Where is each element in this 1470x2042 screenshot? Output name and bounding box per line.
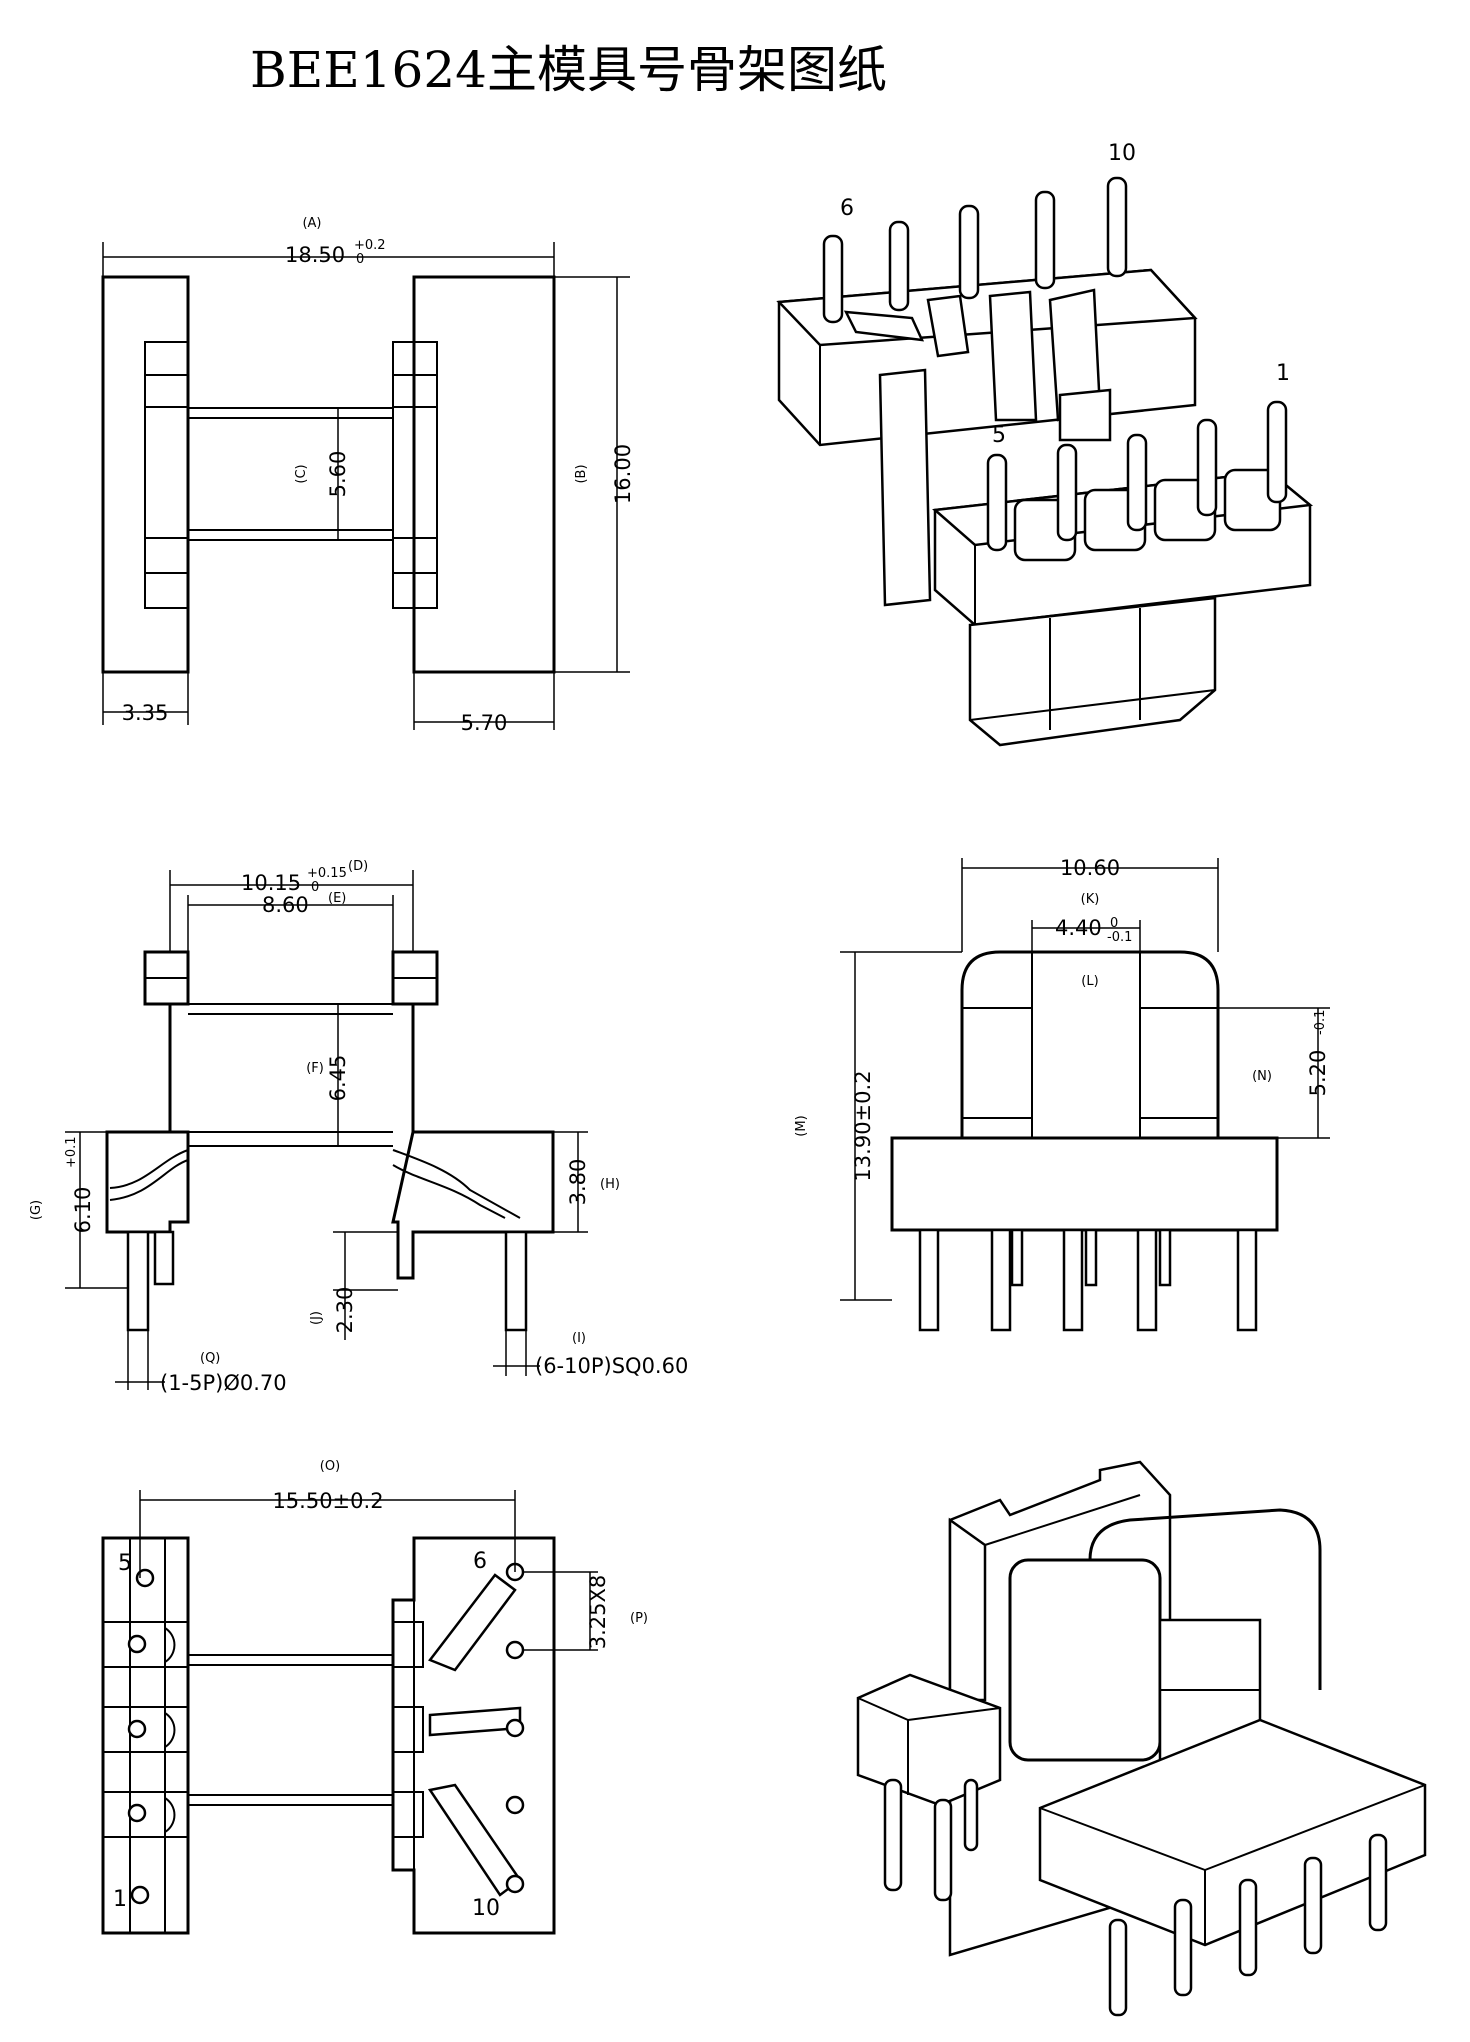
dim-l-tol-upper: 0 xyxy=(1110,916,1118,931)
front-pins xyxy=(986,400,1288,552)
dim-c-code: (C) xyxy=(294,464,309,483)
dim-f-code: (F) xyxy=(306,1061,324,1076)
dim-q-code: (Q) xyxy=(200,1351,220,1366)
iso-pin-label-5: 5 xyxy=(992,423,1006,448)
dim-m-code: (M) xyxy=(794,1115,809,1136)
dim-i-code: (I) xyxy=(572,1331,586,1346)
dim-n-tol: -0.1 xyxy=(1313,1010,1328,1035)
iso-pin-label-6: 6 xyxy=(840,196,854,221)
top-view: (A) 18.50 +0.2 0 16.00 (B) 5.60 (C) 3.35… xyxy=(101,216,635,735)
dim-h-code: (H) xyxy=(600,1177,620,1192)
dim-a-tol-upper: +0.2 xyxy=(354,238,386,253)
side-view: 10.60 (K) 4.40 0 -0.1 (L) 13.90±0.2 (M) … xyxy=(794,856,1330,1332)
dim-right-width: 5.70 xyxy=(461,711,508,735)
dim-p-code: (P) xyxy=(630,1611,648,1626)
dim-e-code: (E) xyxy=(328,891,346,906)
dim-g-tol: +0.1 xyxy=(64,1136,79,1168)
dim-l-value: 4.40 xyxy=(1055,916,1102,940)
left-flange-inner xyxy=(144,341,189,609)
bottom-pin-label-1: 1 xyxy=(113,1887,127,1912)
dim-d-tol-upper: +0.15 xyxy=(307,866,347,881)
dim-q-value: (1-5P)Ø0.70 xyxy=(160,1371,287,1395)
bottom-view: 5 1 6 10 (O) 15.50±0.2 3.25X8 (P) xyxy=(101,1459,648,1935)
dim-i-value: (6-10P)SQ0.60 xyxy=(535,1354,688,1378)
dim-m-value: 13.90±0.2 xyxy=(851,1070,875,1181)
iso-pin-label-10: 10 xyxy=(1108,141,1136,166)
dim-o-code: (O) xyxy=(320,1459,340,1474)
dim-g-value: 6.10 xyxy=(71,1187,95,1234)
dim-k-value: 10.60 xyxy=(1060,856,1120,880)
front-pin-left xyxy=(126,1230,150,1332)
bottom-pin-label-10: 10 xyxy=(472,1896,500,1921)
dim-d-tol-lower: 0 xyxy=(311,880,319,895)
dim-e-value: 8.60 xyxy=(262,893,309,917)
dim-j-value: 2.30 xyxy=(333,1287,357,1334)
dim-a-tol-lower: 0 xyxy=(356,252,364,267)
iso-pin-label-1: 1 xyxy=(1276,361,1290,386)
dim-d-value: 10.15 xyxy=(241,871,301,895)
bottom-pin-label-6: 6 xyxy=(473,1549,487,1574)
drawing-title: BEE1624主模具号骨架图纸 xyxy=(250,41,887,99)
dim-p-value: 3.25X8 xyxy=(586,1575,610,1650)
dim-f-value: 6.45 xyxy=(326,1055,350,1102)
dim-c-value: 5.60 xyxy=(326,451,350,498)
right-flange-outline xyxy=(412,275,556,674)
dim-k-code: (K) xyxy=(1081,892,1100,907)
side-core-outline xyxy=(960,950,1220,1138)
back-pins xyxy=(822,176,1128,324)
front-pin-right xyxy=(504,1230,528,1332)
dim-b-code: (B) xyxy=(574,464,589,483)
dim-j-code: (J) xyxy=(309,1311,324,1325)
bottom-pin-label-5: 5 xyxy=(118,1551,132,1576)
iso-view-2 xyxy=(856,1460,1427,2017)
dim-l-code: (L) xyxy=(1081,974,1098,989)
iso-view-1: 6 10 1 5 xyxy=(776,141,1314,747)
dim-a-value: 18.50 xyxy=(285,243,345,267)
side-base xyxy=(890,1136,1279,1232)
dim-l-tol-lower: -0.1 xyxy=(1107,930,1132,945)
dim-n-code: (N) xyxy=(1252,1069,1272,1084)
dim-o-value: 15.50±0.2 xyxy=(272,1489,383,1513)
dim-g-code: (G) xyxy=(29,1200,44,1220)
dim-b-value: 16.00 xyxy=(611,444,635,504)
dim-a-code: (A) xyxy=(302,216,321,231)
front-view: 10.15 +0.15 0 (D) 8.60 (E) 6.45 (F) 6.10… xyxy=(29,859,688,1395)
dim-h-value: 3.80 xyxy=(566,1159,590,1206)
dim-d-code: (D) xyxy=(348,859,368,874)
dim-n-value: 5.20 xyxy=(1306,1050,1330,1097)
right-flange-inner xyxy=(392,341,438,609)
dim-left-width: 3.35 xyxy=(122,701,169,725)
